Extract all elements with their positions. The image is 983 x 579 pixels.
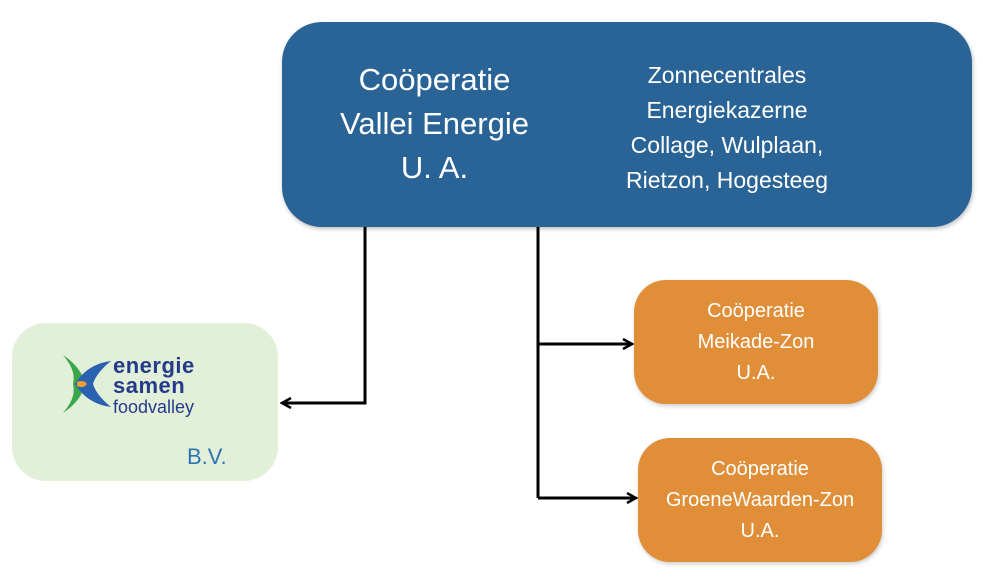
energie-samen-foodvalley-logo: energie samen foodvalley	[57, 353, 237, 417]
groenewaarden-zon-text: Coöperatie GroeneWaarden-Zon U.A.	[638, 454, 882, 547]
meikade-line: Coöperatie	[707, 300, 805, 322]
groenewaarden-zon-box: Coöperatie GroeneWaarden-Zon U.A.	[638, 438, 882, 562]
project-line: Collage, Wulplaan,	[630, 132, 824, 158]
main-projects-list: Zonnecentrales Energiekazerne Collage, W…	[592, 58, 862, 198]
logo-word-samen: samen	[113, 373, 186, 398]
bv-box: energie samen foodvalley B.V.	[12, 323, 278, 481]
connector-main-to-bv	[282, 227, 367, 403]
meikade-zon-box: Coöperatie Meikade-Zon U.A.	[634, 280, 878, 404]
bv-label: B.V.	[187, 444, 227, 469]
groenewaarden-line: U.A.	[740, 520, 780, 542]
project-line: Rietzon, Hogesteeg	[625, 167, 828, 193]
main-name-line: Coöperatie	[358, 62, 511, 97]
main-cooperative-name: Coöperatie Vallei Energie U. A.	[302, 58, 567, 190]
project-line: Energiekazerne	[646, 97, 808, 123]
main-name-line: U. A.	[400, 150, 469, 185]
groenewaarden-line: Coöperatie	[711, 458, 809, 480]
fish-logo-icon	[63, 355, 111, 413]
main-cooperative-box: Coöperatie Vallei Energie U. A. Zonnecen…	[282, 22, 972, 227]
logo-word-foodvalley: foodvalley	[113, 397, 195, 417]
meikade-line: Meikade-Zon	[697, 331, 815, 353]
meikade-zon-text: Coöperatie Meikade-Zon U.A.	[634, 296, 878, 389]
main-name-line: Vallei Energie	[340, 106, 529, 141]
groenewaarden-line: GroeneWaarden-Zon	[665, 489, 855, 511]
project-line: Zonnecentrales	[647, 62, 807, 88]
meikade-line: U.A.	[736, 362, 776, 384]
logo-word-energie: energie	[113, 353, 195, 378]
